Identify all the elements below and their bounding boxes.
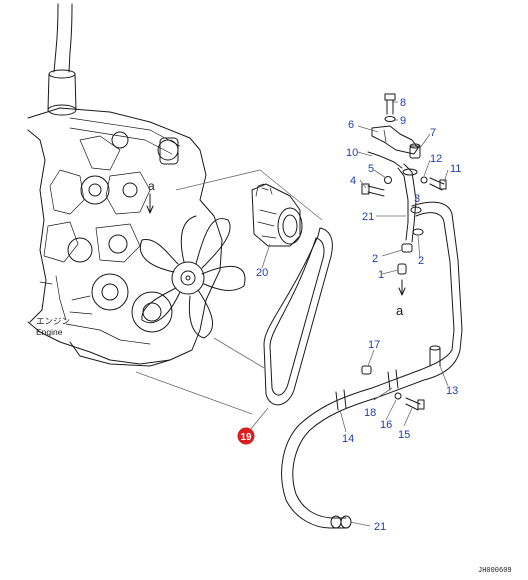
clamp-part-18[interactable] <box>387 369 399 391</box>
callout-1[interactable]: 1 <box>378 269 384 281</box>
callout-numbers: 1 2 2 3 4 5 6 7 8 9 10 11 12 13 14 15 16… <box>237 97 461 533</box>
fitting-part-10[interactable] <box>367 151 403 169</box>
clamp-part-7[interactable] <box>409 143 421 159</box>
clamp-part-2-left[interactable] <box>401 243 413 253</box>
fitting-part-1[interactable] <box>397 263 407 275</box>
callout-2-right[interactable]: 2 <box>418 255 424 267</box>
nut-part-5[interactable] <box>384 176 392 184</box>
clamp-part-2-right[interactable] <box>412 228 424 236</box>
callout-12[interactable]: 12 <box>430 153 442 165</box>
callout-4[interactable]: 4 <box>350 175 356 187</box>
callout-20[interactable]: 20 <box>256 267 268 279</box>
callout-18[interactable]: 18 <box>364 407 376 419</box>
callout-7[interactable]: 7 <box>430 127 436 139</box>
drawing-code: JH000609 <box>478 567 512 575</box>
nut-part-16[interactable] <box>394 392 402 400</box>
callout-6[interactable]: 6 <box>348 119 354 131</box>
callout-3[interactable]: 3 <box>414 193 420 205</box>
v-belt-part-19[interactable] <box>263 227 333 406</box>
connector-a-hose: a <box>396 303 404 318</box>
clamp-part-14[interactable] <box>335 389 347 411</box>
compressor-part-20[interactable] <box>251 183 303 247</box>
engine-label-jp: エンジン <box>36 316 70 326</box>
engine-label-en: Engine <box>36 327 63 337</box>
engine-illustration[interactable]: エンジン Engine a <box>27 3 246 367</box>
hose-clamp-part-3[interactable] <box>410 206 422 214</box>
leader-lines <box>249 101 449 527</box>
clamp-part-13[interactable] <box>429 345 441 367</box>
callout-19: 19 <box>240 432 252 443</box>
hose-part-21-lower[interactable] <box>281 349 461 529</box>
bracket-part-6[interactable] <box>371 125 419 155</box>
callout-13[interactable]: 13 <box>446 385 458 397</box>
callout-9[interactable]: 9 <box>400 115 406 127</box>
callout-8[interactable]: 8 <box>400 97 406 109</box>
callout-10[interactable]: 10 <box>346 147 358 159</box>
bolt-part-8[interactable] <box>384 93 396 115</box>
callout-17[interactable]: 17 <box>368 339 380 351</box>
callout-14[interactable]: 14 <box>342 433 354 445</box>
cooling-fan-drawing <box>140 215 246 339</box>
bolt-part-15[interactable] <box>405 397 425 411</box>
callout-16[interactable]: 16 <box>380 419 392 431</box>
callout-2-left[interactable]: 2 <box>372 253 378 265</box>
spacer-part-17[interactable] <box>361 365 372 375</box>
callout-15[interactable]: 15 <box>398 429 410 441</box>
bolt-part-4[interactable] <box>361 183 385 197</box>
bolt-part-11[interactable] <box>429 177 447 191</box>
washer-part-12[interactable] <box>420 176 428 184</box>
callout-19-badge[interactable]: 19 <box>237 427 255 445</box>
callout-21-upper[interactable]: 21 <box>362 211 374 223</box>
hose-part-21-upper[interactable] <box>397 163 463 351</box>
connector-a-engine: a <box>148 179 155 193</box>
callout-5[interactable]: 5 <box>368 163 374 175</box>
callout-21-lower[interactable]: 21 <box>374 521 386 533</box>
washer-part-9[interactable] <box>384 116 396 122</box>
callout-11[interactable]: 11 <box>450 163 461 175</box>
